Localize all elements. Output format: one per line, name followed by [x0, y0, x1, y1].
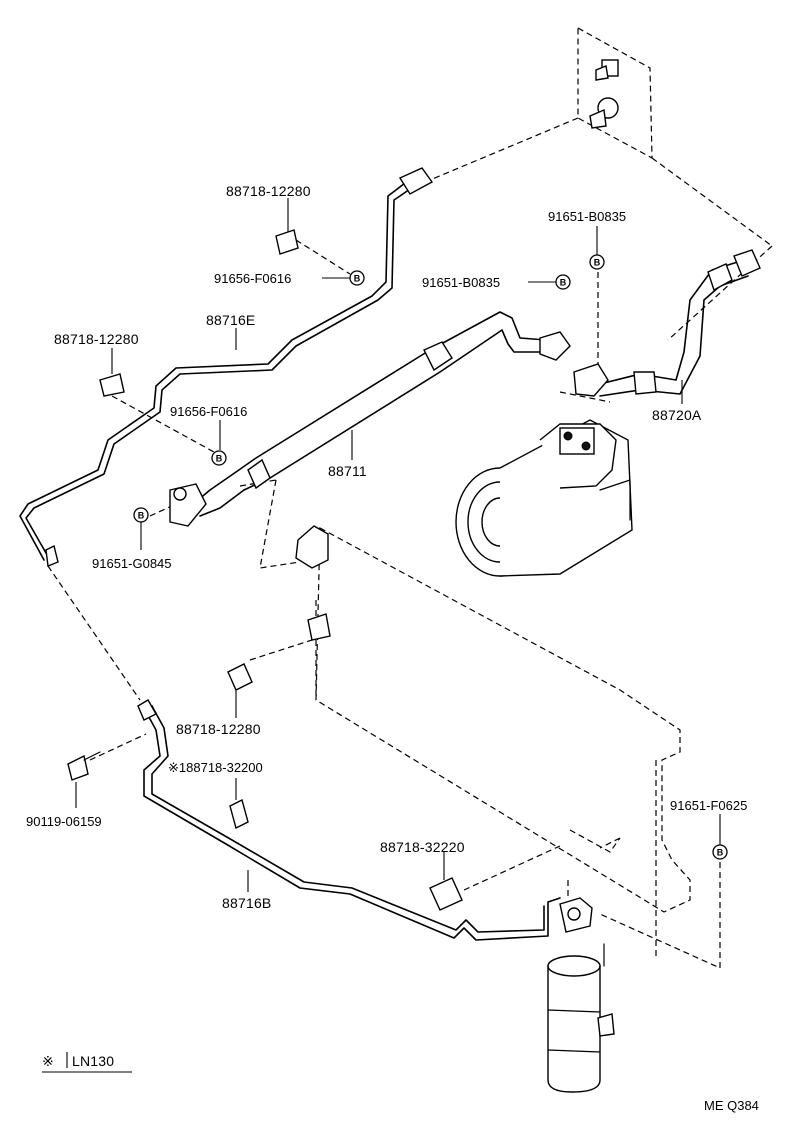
bolt-marker-2: B — [555, 274, 571, 290]
svg-text:B: B — [717, 848, 724, 858]
label-91656-F0616-mid: 91656-F0616 — [170, 404, 247, 419]
label-88716E: 88716E — [206, 312, 255, 328]
bolt-marker-4: B — [211, 450, 227, 466]
label-88718-12280-left: 88718-12280 — [54, 331, 139, 347]
label-88720A: 88720A — [652, 407, 702, 423]
label-91651-B0835-mid: 91651-B0835 — [422, 275, 500, 290]
label-188718-32200: ※188718-32200 — [168, 760, 263, 775]
svg-text:B: B — [216, 454, 223, 464]
bolt-marker-6: B — [712, 844, 728, 860]
top-right-fittings — [589, 59, 619, 129]
label-88718-32220: 88718-32220 — [380, 839, 465, 855]
footnote: ※ LN130 — [42, 1052, 132, 1073]
pipes — [19, 167, 761, 941]
svg-text:B: B — [594, 258, 601, 268]
bolt-marker-3: B — [589, 254, 605, 270]
label-88718-12280-bottom: 88718-12280 — [176, 721, 261, 737]
note-symbol: ※ — [42, 1053, 54, 1069]
condenser-fittings — [67, 229, 463, 911]
label-91651-G0845: 91651-G0845 — [92, 556, 172, 571]
label-88716B: 88716B — [222, 895, 271, 911]
dashed-guides — [47, 26, 773, 969]
label-91656-F0616-top: 91656-F0616 — [214, 271, 291, 286]
svg-text:B: B — [354, 274, 361, 284]
receiver-dryer — [547, 897, 615, 1093]
label-90119-06159: 90119-06159 — [26, 814, 102, 829]
figure-code: ME Q384 — [704, 1098, 759, 1113]
label-88718-12280-top: 88718-12280 — [226, 183, 311, 199]
part-labels: 88718-12280 91656-F0616 88716E 88718-122… — [26, 183, 747, 911]
bolt-marker-5: B — [133, 507, 149, 523]
label-88711: 88711 — [328, 463, 367, 479]
leader-lines — [75, 198, 721, 892]
note-text: LN130 — [72, 1053, 114, 1069]
bolt-marker-1: B — [349, 270, 365, 286]
svg-text:B: B — [138, 511, 145, 521]
compressor — [455, 419, 633, 577]
bolt-markers: B B B B B B — [133, 254, 728, 860]
svg-text:B: B — [560, 278, 567, 288]
label-91651-B0835-right: 91651-B0835 — [548, 209, 626, 224]
label-91651-F0625: 91651-F0625 — [670, 798, 747, 813]
